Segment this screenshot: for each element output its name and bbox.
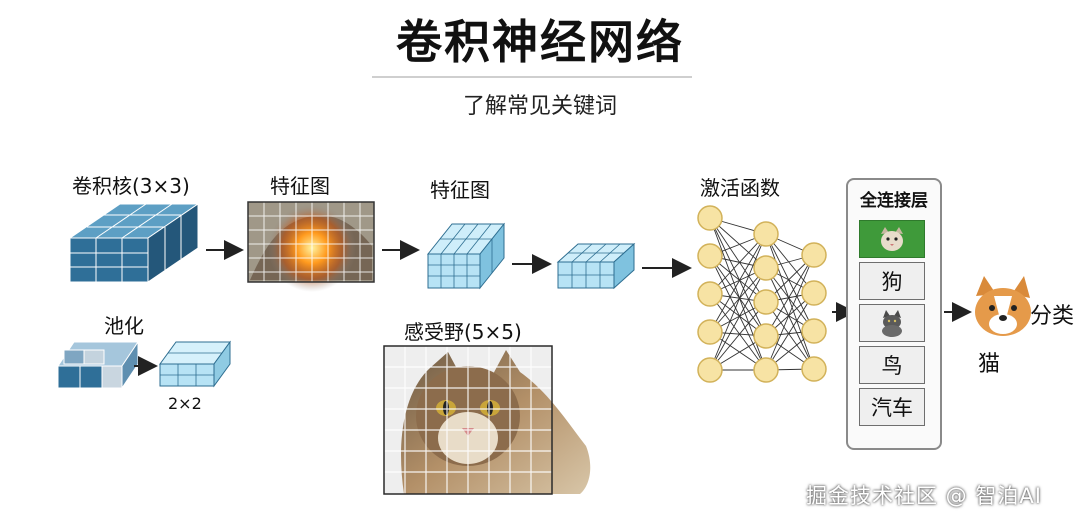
neuron-layer-1 xyxy=(697,243,723,269)
neuron-layer-2 xyxy=(753,255,779,281)
kernel-label: 卷积核(3×3) xyxy=(72,174,190,198)
network-edge xyxy=(709,255,767,371)
neuron-layer-3 xyxy=(801,318,827,344)
feature-map-cube xyxy=(426,222,506,290)
network-edge xyxy=(709,217,767,337)
page-title: 卷积神经网络 xyxy=(396,15,684,69)
pool-size-label: 2×2 xyxy=(168,394,202,413)
page-subtitle: 了解常见关键词 xyxy=(462,94,617,119)
fc-class-cat xyxy=(859,220,925,258)
fc-class-car: 汽车 xyxy=(859,388,925,426)
network-edge xyxy=(709,267,767,371)
pooling-label: 池化 xyxy=(104,314,144,338)
network-edge xyxy=(709,301,767,371)
fully-connected-title: 全连接层 xyxy=(860,191,928,211)
network-neurons xyxy=(697,205,827,383)
neuron-layer-3 xyxy=(801,280,827,306)
prediction-label: 猫 xyxy=(978,352,1001,377)
activation-label: 激活函数 xyxy=(700,176,780,200)
network-edge xyxy=(709,255,767,337)
network-edge xyxy=(765,254,815,371)
pooled-feature-cube xyxy=(556,242,636,290)
network-edge xyxy=(709,267,767,333)
network-edge xyxy=(765,301,815,370)
neuron-layer-2 xyxy=(753,323,779,349)
neuron-layer-3 xyxy=(801,242,827,268)
network-edge xyxy=(765,233,815,370)
feature-map-label: 特征图 xyxy=(270,174,330,198)
network-edge xyxy=(765,267,815,332)
network-edge xyxy=(709,233,767,295)
pooling-input-cube xyxy=(57,340,139,390)
cat-face-icon xyxy=(881,227,903,251)
watermark: 掘金技术社区 @ 智泊AI xyxy=(806,484,1042,508)
fc-class-cat-2 xyxy=(859,304,925,342)
kernel-cube xyxy=(68,203,200,283)
network-edge xyxy=(709,217,767,303)
neuron-layer-2 xyxy=(753,289,779,315)
cat-icon xyxy=(882,310,902,337)
pooling-output-cube xyxy=(159,340,231,388)
feature-map-label-2: 特征图 xyxy=(430,178,490,202)
neuron-layer-2 xyxy=(753,221,779,247)
network-edge xyxy=(765,267,815,370)
title-divider xyxy=(372,76,692,78)
receptive-field-label: 感受野(5×5) xyxy=(404,320,522,344)
corgi-output-icon xyxy=(975,276,1031,336)
feature-map-image xyxy=(247,201,375,292)
neuron-layer-2 xyxy=(753,357,779,383)
neuron-layer-1 xyxy=(697,281,723,307)
network-edge xyxy=(765,254,815,337)
neuron-layer-1 xyxy=(697,205,723,231)
fc-class-bird: 鸟 xyxy=(859,346,925,384)
network-edge xyxy=(709,233,767,333)
neuron-layer-1 xyxy=(697,357,723,383)
neuron-layer-3 xyxy=(801,356,827,382)
neuron-layer-1 xyxy=(697,319,723,345)
fc-class-dog: 狗 xyxy=(859,262,925,300)
network-edge xyxy=(765,233,815,332)
network-edge xyxy=(709,293,767,371)
receptive-field-cat-image xyxy=(383,345,591,495)
network-edge xyxy=(709,233,767,371)
network-edge xyxy=(765,292,815,371)
classification-label: 分类 xyxy=(1030,304,1075,329)
